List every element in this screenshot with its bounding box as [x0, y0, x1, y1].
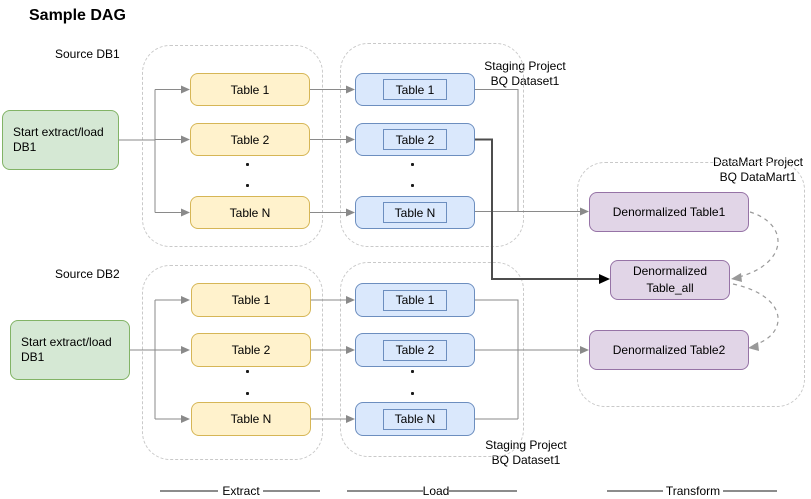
- ellipsis-dot: [246, 184, 249, 187]
- extract2-table-n: Table N: [191, 402, 311, 436]
- source-db1-label: Source DB1: [55, 47, 120, 61]
- load1-table-2: Table 2: [355, 123, 475, 156]
- denormalized-table-all-line1: Denormalized: [632, 264, 708, 278]
- denormalized-table1-node: Denormalized Table1: [589, 192, 749, 232]
- extract1-table-2: Table 2: [190, 123, 310, 156]
- load2-table-n: Table N: [355, 402, 475, 436]
- start-node-line1: Start extract/load: [21, 335, 112, 349]
- datamart-dashed-arcs: [732, 211, 779, 346]
- load-db1-container: [340, 43, 524, 247]
- ellipsis-dot: [246, 370, 249, 373]
- ellipsis-dot: [411, 370, 414, 373]
- load2-table-2-inner: Table 2: [383, 339, 447, 361]
- load2-table-2: Table 2: [355, 333, 475, 367]
- source-db2-label: Source DB2: [55, 267, 120, 281]
- highlight-connector: [475, 138, 610, 284]
- extract2-table-1: Table 1: [191, 283, 311, 317]
- extract-db1-container: [142, 45, 323, 247]
- extract2-table-2: Table 2: [191, 333, 311, 367]
- extract1-table-n: Table N: [190, 196, 310, 229]
- staging1-caption-line2: BQ Dataset1: [490, 74, 560, 88]
- extract1-table-1: Table 1: [190, 73, 310, 106]
- start-extract-load-db1-node: Start extract/load DB1: [2, 110, 119, 170]
- dashed-arc-arrowheads: [731, 273, 759, 351]
- ellipsis-dot: [246, 392, 249, 395]
- extract-db2-container: [142, 265, 323, 460]
- load-db2-container: [340, 262, 524, 457]
- ellipsis-dot: [411, 163, 414, 166]
- load1-table-2-inner: Table 2: [383, 129, 447, 150]
- start-node-line2: DB1: [13, 140, 37, 154]
- ellipsis-dot: [411, 184, 414, 187]
- ellipsis-dot: [411, 392, 414, 395]
- load1-table-n: Table N: [355, 196, 475, 229]
- legend-extract: Extract: [222, 484, 260, 498]
- start-node-line1: Start extract/load: [13, 125, 104, 139]
- load1-table-1: Table 1: [355, 73, 475, 106]
- load2-table-1-inner: Table 1: [383, 289, 447, 311]
- load2-table-n-inner: Table N: [383, 408, 447, 430]
- legend-transform: Transform: [665, 484, 721, 498]
- datamart-container: [577, 162, 805, 407]
- load1-table-n-inner: Table N: [383, 202, 447, 223]
- page-title: Sample DAG: [29, 7, 126, 24]
- start-node-line2: DB1: [21, 350, 45, 364]
- gray-arrowheads: [181, 85, 589, 423]
- load1-table-1-inner: Table 1: [383, 79, 447, 100]
- load2-table-1: Table 1: [355, 283, 475, 317]
- ellipsis-dot: [246, 163, 249, 166]
- denormalized-table2-node: Denormalized Table2: [589, 330, 749, 370]
- start-extract-load-db2-node: Start extract/load DB1: [10, 320, 130, 380]
- denormalized-table-all-node: Denormalized Table_all: [610, 260, 730, 300]
- staging2-caption-line2: BQ Dataset1: [491, 453, 561, 467]
- denormalized-table-all-line2: Table_all: [646, 281, 694, 295]
- legend-load: Load: [422, 484, 450, 498]
